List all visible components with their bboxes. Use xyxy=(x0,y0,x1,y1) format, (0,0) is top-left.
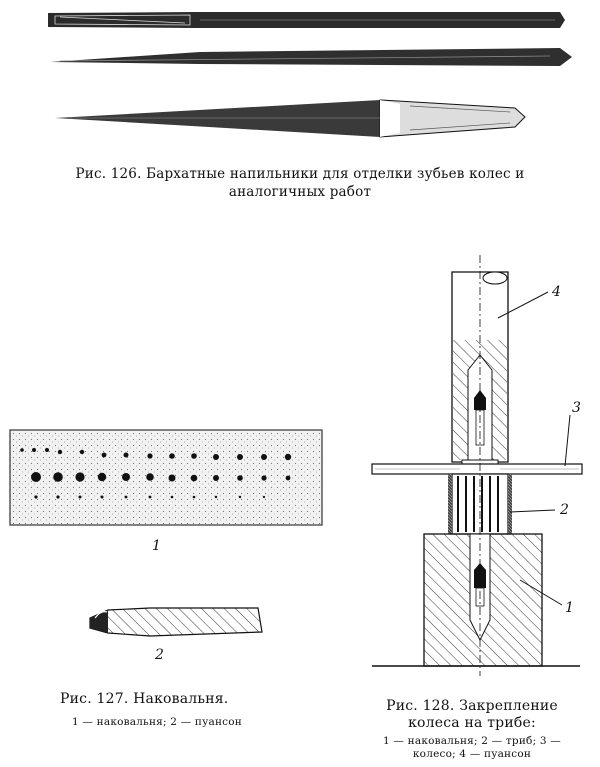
needle-file-3 xyxy=(55,99,526,138)
label-wheel-3: 3 xyxy=(572,400,581,416)
figure-126-caption: Рис. 126. Бархатные напильники для отдел… xyxy=(75,166,525,200)
assembly-drawing xyxy=(371,255,583,676)
needle-file-1 xyxy=(48,12,565,28)
needle-file-2 xyxy=(50,48,572,66)
figure-127-legend: 1 — наковальня; 2 — пуансон xyxy=(72,716,242,728)
anvil-label: 1 xyxy=(152,538,161,554)
figure-128-caption: Рис. 128. Закрепление колеса на трибе: xyxy=(386,698,558,731)
label-anvil-1: 1 xyxy=(565,600,574,616)
anvil-plate xyxy=(9,429,323,526)
label-pinion-2: 2 xyxy=(559,502,569,518)
punch xyxy=(89,607,263,637)
punch-label: 2 xyxy=(154,647,164,663)
figure-128-legend: 1 — наковальня; 2 — триб; 3 — колесо; 4 … xyxy=(383,735,561,760)
label-punch-4: 4 xyxy=(551,284,561,300)
figure-127-caption: Рис. 127. Наковальня. xyxy=(60,691,229,707)
